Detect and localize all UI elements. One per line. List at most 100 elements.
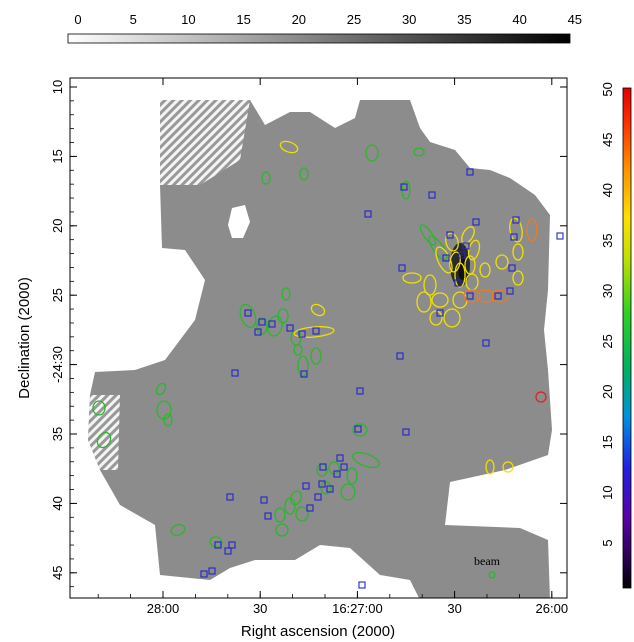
- y-tick-label: 25: [50, 288, 65, 302]
- source-ellipse-green: [155, 382, 167, 396]
- source-ellipse-orange: [463, 289, 481, 303]
- source-ellipse-green: [163, 413, 173, 427]
- square-marker: [258, 318, 266, 326]
- top-colorbar-tick-label: 20: [292, 12, 306, 27]
- map-hole: [228, 205, 250, 238]
- square-marker: [264, 512, 272, 520]
- y-tick-label: 15: [50, 149, 65, 163]
- square-marker: [228, 541, 236, 549]
- square-marker: [200, 570, 208, 578]
- right-colorbar-tick-label: 35: [600, 233, 615, 247]
- source-ellipse-green: [299, 167, 309, 181]
- top-colorbar-gradient: [67, 33, 571, 44]
- source-ellipse-yellow: [479, 262, 491, 278]
- x-tick-label: 16:27:00: [332, 601, 383, 616]
- square-marker: [398, 264, 406, 272]
- x-tick-label: 30: [253, 601, 267, 616]
- square-marker: [446, 231, 454, 239]
- top-colorbar-tick-label: 40: [512, 12, 526, 27]
- source-ellipse-green: [320, 481, 332, 495]
- y-axis-label: Declination (2000): [16, 277, 33, 399]
- square-marker: [428, 191, 436, 199]
- map-region: [88, 100, 564, 598]
- square-marker: [494, 292, 502, 300]
- source-ellipse-green: [274, 507, 286, 523]
- square-marker: [318, 480, 326, 488]
- source-ellipse-yellow: [445, 232, 459, 252]
- square-marker: [300, 370, 308, 378]
- source-ellipse-green: [275, 523, 289, 537]
- square-marker: [466, 168, 474, 176]
- square-marker: [254, 328, 262, 336]
- square-marker: [458, 251, 466, 259]
- source-ellipse-green: [239, 303, 257, 329]
- right-colorbar-tick-label: 25: [600, 334, 615, 348]
- source-ellipse-green: [290, 490, 302, 506]
- square-marker: [208, 567, 216, 575]
- square-marker: [508, 264, 516, 272]
- source-ellipse-green: [277, 308, 289, 324]
- right-colorbar-tick-label: 15: [600, 435, 615, 449]
- square-marker: [358, 581, 366, 589]
- square-marker: [224, 547, 232, 555]
- source-ellipse-red: [535, 391, 547, 403]
- square-marker: [298, 330, 306, 338]
- source-ellipse-green: [346, 467, 358, 485]
- y-tick-label: -24:30: [50, 346, 65, 383]
- square-marker: [319, 463, 327, 471]
- square-marker: [396, 352, 404, 360]
- map-coverage: [88, 100, 552, 598]
- square-marker: [306, 504, 314, 512]
- source-ellipse-green: [310, 347, 322, 365]
- source-ellipse-green: [170, 524, 186, 536]
- square-marker: [231, 369, 239, 377]
- source-ellipse-green: [281, 287, 291, 301]
- right-colorbar-tick-label: 40: [600, 183, 615, 197]
- plot-frame: [69, 77, 568, 599]
- square-marker: [260, 496, 268, 504]
- square-marker: [364, 210, 372, 218]
- source-ellipse-yellow: [310, 303, 326, 317]
- source-ellipse-green: [488, 571, 496, 579]
- square-marker: [314, 493, 322, 501]
- square-marker: [312, 327, 320, 335]
- source-ellipse-yellow: [454, 262, 466, 288]
- right-colorbar-tick-label: 45: [600, 133, 615, 147]
- top-colorbar-tick-label: 45: [568, 12, 582, 27]
- source-ellipse-yellow: [512, 243, 524, 261]
- source-ellipse-green: [209, 536, 223, 548]
- source-ellipse-green: [293, 344, 303, 356]
- right-colorbar-tick-label: 50: [600, 82, 615, 96]
- source-ellipse-yellow: [416, 291, 432, 313]
- square-marker: [436, 309, 444, 317]
- source-ellipse-green: [340, 483, 356, 501]
- top-colorbar-tick-label: 10: [181, 12, 195, 27]
- map-edge-hatch-top-left: [160, 100, 250, 185]
- square-marker: [244, 309, 252, 317]
- top-colorbar-tick-label: 30: [402, 12, 416, 27]
- square-marker: [354, 425, 362, 433]
- source-ellipse-orange: [491, 289, 509, 303]
- source-ellipse-yellow: [429, 310, 443, 326]
- source-ellipse-yellow: [279, 140, 299, 154]
- top-colorbar-tick-label: 0: [74, 12, 81, 27]
- source-ellipse-yellow: [495, 254, 509, 270]
- source-ellipse-yellow: [431, 292, 449, 308]
- square-marker: [510, 233, 518, 241]
- square-marker: [333, 470, 341, 478]
- y-tick-label: 10: [50, 80, 65, 94]
- source-ellipse-yellow: [512, 270, 524, 286]
- source-ellipse-yellow: [485, 459, 495, 475]
- square-marker: [326, 485, 334, 493]
- source-ellipse-green: [413, 147, 425, 157]
- source-ellipse-yellow: [402, 272, 422, 284]
- source-ellipse-green: [256, 317, 268, 335]
- square-marker: [302, 482, 310, 490]
- source-ellipse-green: [428, 235, 448, 261]
- right-colorbar-tick-label: 30: [600, 284, 615, 298]
- square-marker: [472, 218, 480, 226]
